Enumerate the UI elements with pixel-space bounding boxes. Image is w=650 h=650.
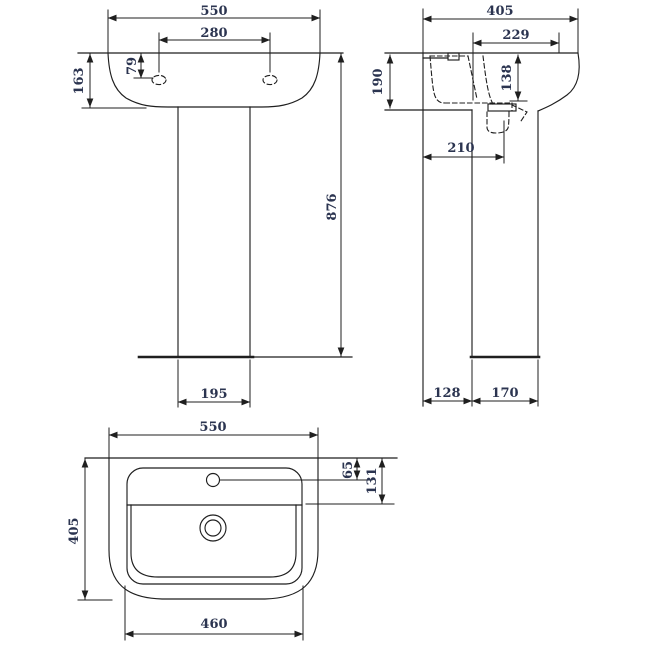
dim-label: 460 [200, 617, 227, 632]
dim-plan-depth: 405 [67, 458, 113, 601]
trap-hidden-outline [486, 111, 510, 134]
dim-side-bowl-top-depth: 229 [472, 28, 560, 101]
dim-side-height: 190 [371, 54, 394, 109]
pedestal-outline [177, 106, 251, 357]
waste-hole-inner [204, 519, 222, 537]
dim-plan-bowl-width: 460 [124, 585, 304, 641]
bowl-hidden-back [429, 55, 446, 104]
dim-front-tap-drop: 79 [125, 53, 154, 79]
basin-front-profile [537, 52, 580, 112]
dim-plan-tap-offset: 65 [341, 458, 361, 480]
dim-side-depth: 405 [422, 4, 579, 53]
dim-label: 405 [67, 517, 82, 544]
dim-front-tap-spacing: 280 [158, 26, 271, 73]
front-view: 550 280 79 163 876 195 [72, 4, 353, 408]
bowl-outline [130, 504, 297, 578]
dim-label: 195 [200, 387, 227, 402]
dim-side-pedestal-depth: 170 [471, 386, 539, 405]
dim-label: 170 [491, 386, 518, 401]
dim-label: 550 [200, 4, 227, 19]
dim-label: 550 [199, 420, 226, 435]
dim-front-width: 550 [107, 4, 321, 53]
basin-outline [107, 52, 321, 108]
dim-label: 405 [486, 4, 513, 19]
plan-view: 550 65 131 405 460 [67, 420, 398, 641]
dim-label: 163 [72, 67, 87, 94]
dim-front-total-height: 876 [325, 53, 345, 357]
dim-front-pedestal-width: 195 [177, 359, 251, 408]
dim-side-waste-offset: 210 [422, 120, 505, 164]
waste-hole-outer [199, 514, 227, 542]
tap-hole [205, 472, 221, 488]
dim-label: 876 [325, 193, 340, 220]
side-view: 405 229 138 190 210 128 [371, 4, 580, 407]
dim-plan-shelf-depth: 131 [305, 458, 395, 505]
dim-side-wall-gap: 128 [422, 359, 539, 407]
dim-label: 128 [433, 386, 460, 401]
tap-hole-right [262, 74, 278, 86]
waste-hidden-detail [511, 102, 528, 122]
dim-label: 131 [365, 467, 380, 494]
dim-label: 229 [502, 28, 529, 43]
dim-side-bowl-inner-depth: 138 [500, 54, 528, 102]
dim-label: 79 [125, 57, 140, 75]
basin-outer-outline [108, 457, 319, 600]
basin-rim-outline [126, 467, 303, 585]
waste-flange [487, 103, 517, 112]
tap-hole-left [151, 74, 167, 86]
dim-label: 65 [341, 461, 356, 479]
dim-label: 138 [500, 64, 515, 91]
dim-plan-width: 550 [108, 420, 319, 458]
pedestal-profile [471, 109, 539, 357]
bowl-hidden-front [467, 55, 494, 105]
dim-front-rim-height: 163 [72, 53, 147, 109]
dim-label: 210 [447, 141, 474, 156]
dim-label: 190 [371, 68, 386, 95]
dim-label: 280 [200, 26, 227, 41]
